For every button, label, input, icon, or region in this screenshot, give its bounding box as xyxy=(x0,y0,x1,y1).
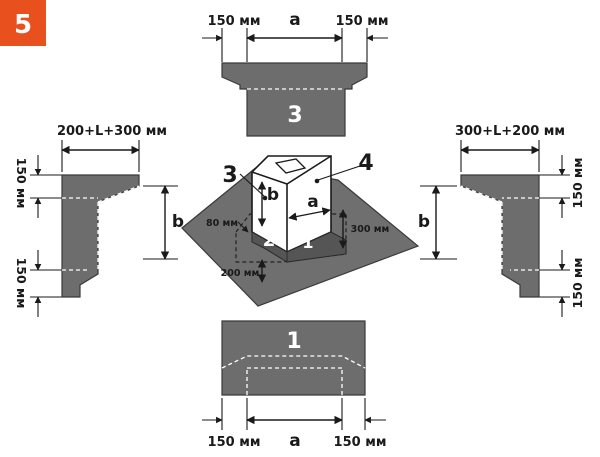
panel-3-number: 3 xyxy=(287,103,302,128)
panel-3: 3 xyxy=(221,62,368,137)
panel-4-shape xyxy=(460,174,540,298)
panel-2-fold-lines xyxy=(62,185,140,271)
panel-4-number: 4 xyxy=(479,217,494,242)
dim-200-label: 200 мм xyxy=(221,268,260,279)
right-v-top-label: 150 мм xyxy=(570,158,585,209)
flashing-2-number: 2 xyxy=(263,230,276,251)
top-left-dim-label: 150 мм xyxy=(208,14,261,29)
panel-3-shape xyxy=(221,62,368,137)
right-dimensions: 300+L+200 мм 150 мм 150 мм b xyxy=(418,124,585,317)
flashing-2 xyxy=(251,231,288,263)
callout-3-label: 3 xyxy=(222,163,237,188)
chimney-b-label: b xyxy=(267,185,279,205)
center-assembly: 3 4 b a 80 мм 300 мм 200 мм 2 1 xyxy=(181,151,420,307)
top-right-dim-label: 150 мм xyxy=(336,14,389,29)
dim-80-arrow xyxy=(237,221,249,233)
panel-1: 1 xyxy=(221,320,366,396)
left-b-label: b xyxy=(172,212,184,232)
step-badge-number: 5 xyxy=(14,10,32,40)
chimney-a-label: a xyxy=(307,192,318,212)
panel-4: 4 xyxy=(460,174,540,298)
step-badge-bg xyxy=(0,0,46,46)
dim-300-label: 300 мм xyxy=(351,224,390,235)
panel-1-fold-top xyxy=(221,355,366,369)
left-top-dim-label: 200+L+300 мм xyxy=(57,124,167,139)
right-b-label: b xyxy=(418,212,430,232)
top-dimensions: 150 мм a 150 мм xyxy=(202,10,388,62)
bottom-left-dim-label: 150 мм xyxy=(208,435,261,450)
panel-2-shape xyxy=(61,174,140,298)
left-dimensions: 200+L+300 мм 150 мм 150 мм b xyxy=(14,124,184,317)
callout-4-leader xyxy=(317,165,361,181)
left-v-top-label: 150 мм xyxy=(14,158,29,209)
bottom-mid-dim-label: a xyxy=(289,431,300,451)
panel-1-shape xyxy=(221,320,366,396)
chimney-opening xyxy=(274,158,307,174)
flashing-1-number: 1 xyxy=(302,233,313,252)
callout-4-label: 4 xyxy=(358,151,373,176)
step-badge: 5 xyxy=(0,0,46,46)
right-top-dim-label: 300+L+200 мм xyxy=(455,124,565,139)
bottom-dimensions: 150 мм a 150 мм xyxy=(202,398,386,451)
panel-2-number: 2 xyxy=(105,217,120,242)
chimney-a-arrow xyxy=(288,207,331,221)
roof-fold-outline xyxy=(235,213,347,263)
dim-80-label: 80 мм xyxy=(206,218,238,229)
top-mid-dim-label: a xyxy=(289,10,300,30)
panel-2: 2 xyxy=(61,174,140,298)
panel-1-number: 1 xyxy=(286,329,301,354)
left-v-bottom-label: 150 мм xyxy=(14,258,29,309)
bottom-right-dim-label: 150 мм xyxy=(334,435,387,450)
right-v-bottom-label: 150 мм xyxy=(570,258,585,309)
